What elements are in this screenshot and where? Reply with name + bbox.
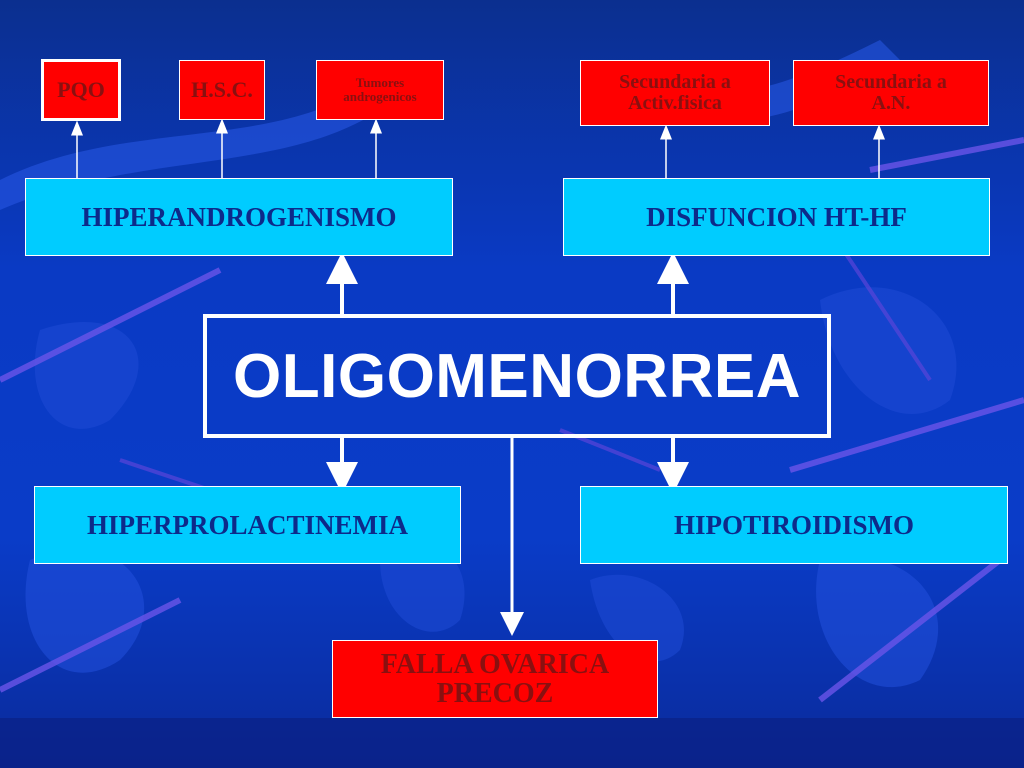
tumores-label-line2: androgenicos <box>343 89 417 104</box>
activ-fisica-label-line2: Activ.fisica <box>628 92 722 114</box>
hipotiroidismo-label: HIPOTIROIDISMO <box>673 509 915 540</box>
pqo-label: PQO <box>57 77 105 103</box>
falla-ovarica-box: FALLA OVARICA PRECOZ <box>332 640 658 718</box>
an-label-line2: A.N. <box>871 92 911 114</box>
hiperandrogenismo-label: HIPERANDROGENISMO <box>81 201 397 232</box>
activ-fisica-label-line1: Secundaria a <box>619 71 731 93</box>
hsc-box: H.S.C. <box>179 60 265 120</box>
oligomenorrea-box: OLIGOMENORREA <box>203 314 831 438</box>
an-box: Secundaria a A.N. <box>793 60 989 126</box>
an-label-line1: Secundaria a <box>835 71 947 93</box>
activ-fisica-box: Secundaria a Activ.fisica <box>580 60 770 126</box>
tumores-label-line1: Tumores <box>355 75 405 91</box>
hipotiroidismo-box: HIPOTIROIDISMO <box>580 486 1008 564</box>
hiperprolactinemia-label: HIPERPROLACTINEMIA <box>86 509 409 540</box>
tumores-box: Tumores androgenicos <box>316 60 444 120</box>
disfuncion-label: DISFUNCION HT-HF <box>646 201 907 232</box>
oligomenorrea-label: OLIGOMENORREA <box>233 341 801 411</box>
hsc-label: H.S.C. <box>191 77 253 103</box>
pqo-box: PQO <box>41 59 121 121</box>
falla-ovarica-label-line1: FALLA OVARICA <box>380 648 610 680</box>
disfuncion-box: DISFUNCION HT-HF <box>563 178 990 256</box>
hiperprolactinemia-box: HIPERPROLACTINEMIA <box>34 486 461 564</box>
hiperandrogenismo-box: HIPERANDROGENISMO <box>25 178 453 256</box>
falla-ovarica-label-line2: PRECOZ <box>436 678 554 709</box>
